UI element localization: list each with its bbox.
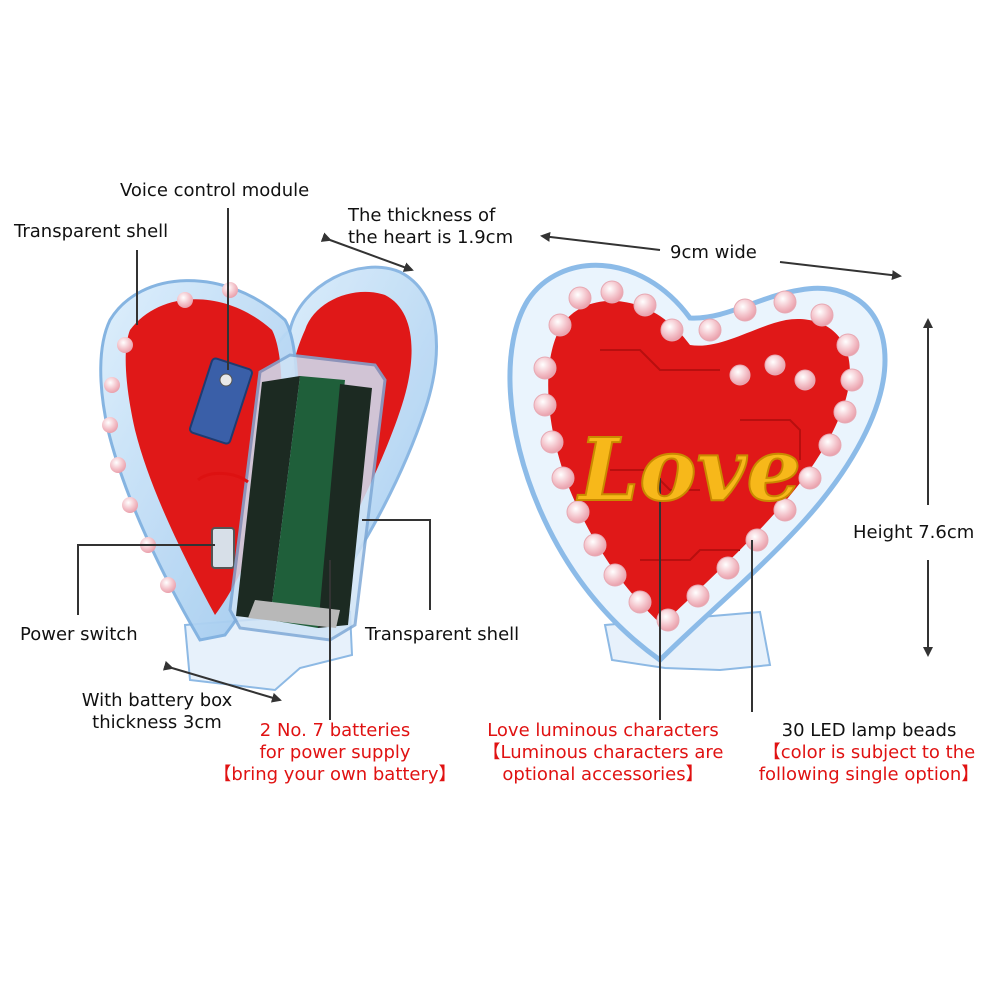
led-beads-line1: 30 LED lamp beads	[781, 720, 957, 741]
voice-control-module	[189, 357, 253, 445]
label-battery-box: With battery box thickness 3cm	[52, 690, 262, 734]
led-beads-line3: following single option】	[758, 764, 980, 785]
right-pcb	[548, 300, 850, 625]
arrow-icon	[320, 232, 414, 272]
label-power-switch: Power switch	[20, 624, 138, 645]
label-batteries: 2 No. 7 batteries for power supply 【brin…	[200, 720, 470, 786]
label-voice-module: Voice control module	[120, 180, 310, 201]
love-luminous-word: Love	[576, 420, 802, 521]
love-chars-line1: Love luminous characters	[487, 720, 719, 741]
label-transparent-shell-right: Transparent shell	[365, 624, 520, 645]
label-height: Height 7.6cm	[853, 522, 975, 543]
battery-icon	[236, 376, 372, 628]
battery-box-line1: With battery box	[81, 690, 233, 711]
arrow-icon	[779, 261, 902, 281]
battery-box	[228, 353, 387, 642]
arrow-icon	[162, 660, 282, 703]
label-heart-thickness: The thickness of the heart is 1.9cm	[348, 205, 513, 249]
label-led-beads: 30 LED lamp beads 【color is subject to t…	[744, 720, 994, 786]
arrow-icon	[540, 231, 661, 251]
love-chars-line3: optional accessories】	[502, 764, 704, 785]
label-love-characters: Love luminous characters 【Luminous chara…	[466, 720, 740, 786]
led-beads-line2: 【color is subject to the	[762, 742, 976, 763]
batteries-line2: for power supply	[259, 742, 411, 763]
label-width: 9cm wide	[670, 242, 757, 263]
power-switch	[211, 527, 235, 569]
battery-box-line2: thickness 3cm	[92, 712, 222, 733]
heart-thickness-line2: the heart is 1.9cm	[348, 227, 514, 248]
heart-thickness-line1: The thickness of	[348, 205, 496, 226]
batteries-line1: 2 No. 7 batteries	[259, 720, 411, 741]
batteries-line3: 【bring your own battery】	[213, 764, 457, 785]
led-bead-icon	[533, 280, 864, 632]
heart-left-side-view	[99, 265, 438, 692]
heart-right-front-view	[507, 262, 888, 672]
leader-lines	[77, 208, 933, 720]
love-chars-line2: 【Luminous characters are	[482, 742, 724, 763]
label-transparent-shell-left: Transparent shell	[14, 221, 169, 242]
